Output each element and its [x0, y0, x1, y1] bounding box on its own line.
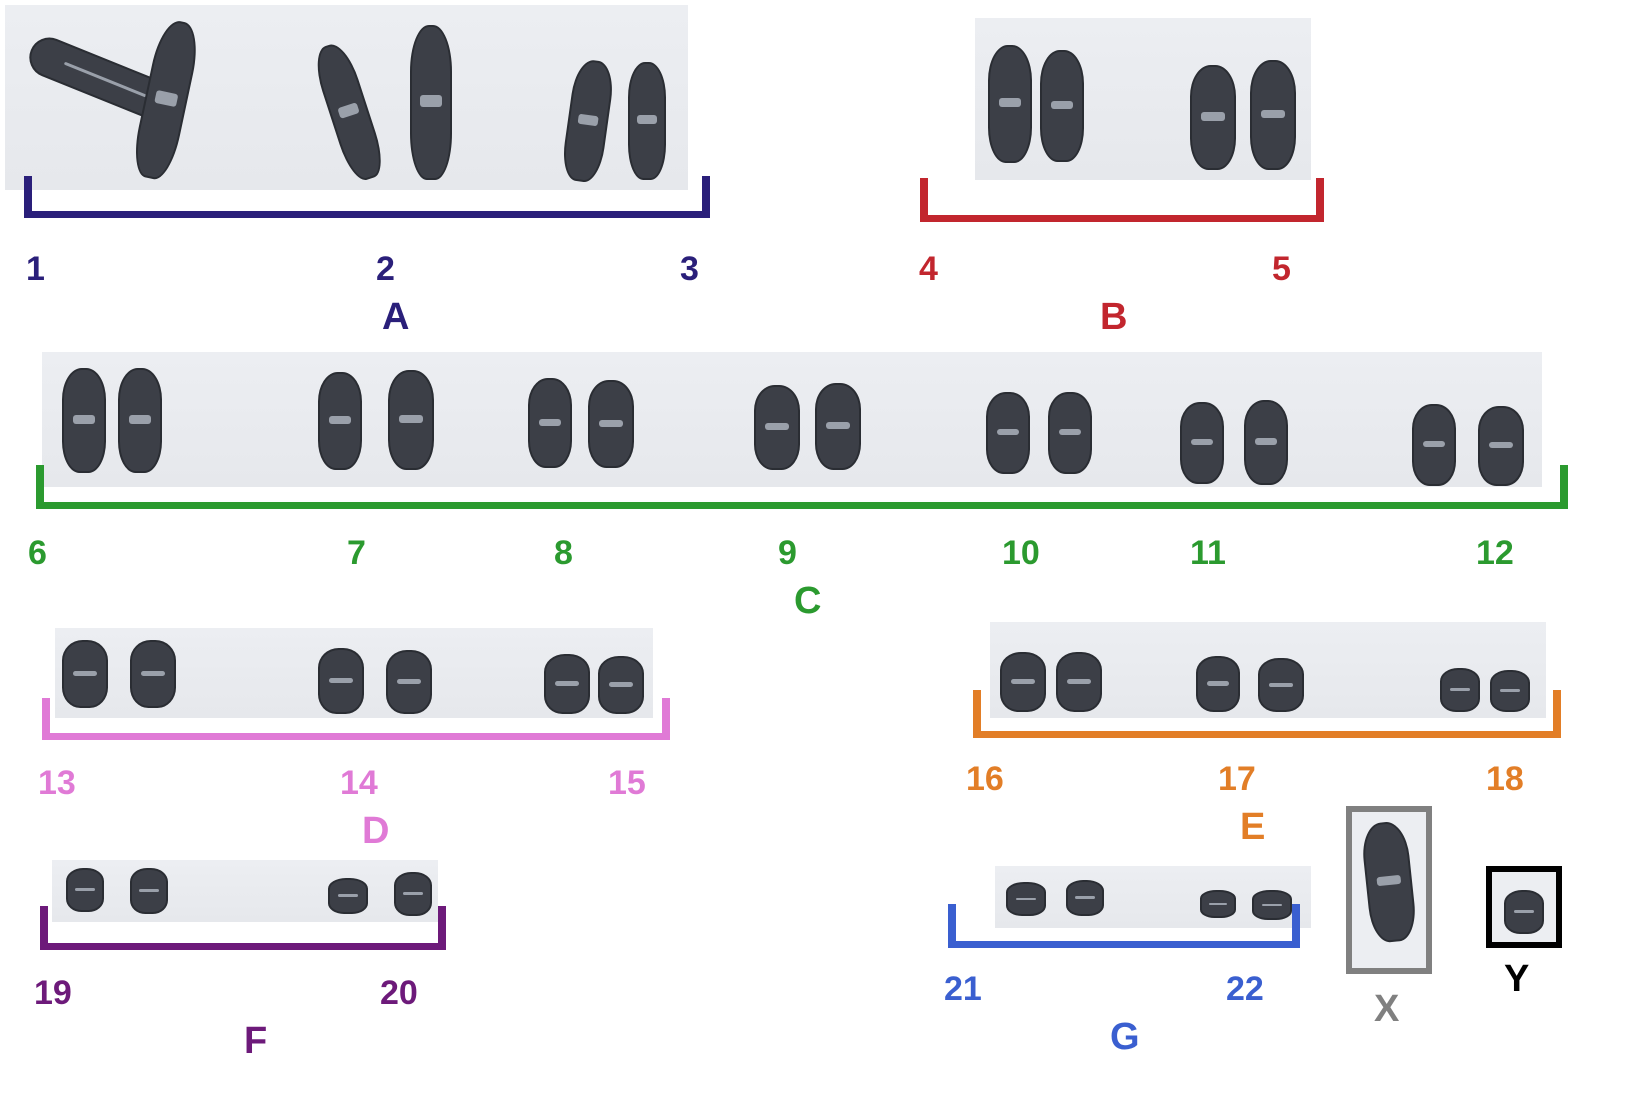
chromosome-number-11: 11 [1190, 536, 1226, 570]
group-f-bracket [40, 906, 446, 950]
chromosome-5b [1250, 60, 1296, 170]
group-e-label: E [1240, 808, 1265, 846]
chromosome-number-14: 14 [340, 766, 378, 800]
chromosome-number-5: 5 [1272, 252, 1291, 286]
group-a-label: A [382, 298, 409, 336]
group-c-bracket [36, 465, 1568, 509]
group-a-bracket [24, 176, 710, 218]
chromosome-number-17: 17 [1218, 762, 1256, 796]
group-d-label: D [362, 812, 389, 850]
group-c-label: C [794, 582, 821, 620]
chromosome-number-22: 22 [1226, 972, 1264, 1006]
chromosome-number-21: 21 [944, 972, 982, 1006]
group-b-bracket [920, 178, 1324, 222]
group-g-label: G [1110, 1018, 1140, 1056]
chromosome-number-10: 10 [1002, 536, 1040, 570]
chromosome-number-6: 6 [28, 536, 47, 570]
chromosome-5a [1190, 65, 1236, 170]
chromosome-number-13: 13 [38, 766, 76, 800]
chromosome-10b [1048, 392, 1092, 474]
chromosome-number-8: 8 [554, 536, 573, 570]
chromosome-8b [588, 380, 634, 468]
chromosome-number-2: 2 [376, 252, 395, 286]
chromosome-6b [118, 368, 162, 473]
group-f-label: F [244, 1022, 267, 1060]
chromosome-number-15: 15 [608, 766, 646, 800]
chromosome-10a [986, 392, 1030, 474]
chromosome-9b [815, 383, 861, 470]
chromosome-2b [410, 25, 452, 180]
chromosome-8a [528, 378, 572, 468]
chromosome-number-18: 18 [1486, 762, 1524, 796]
chromosome-4a [988, 45, 1032, 163]
chromosome-number-19: 19 [34, 976, 72, 1010]
chromosome-number-1: 1 [26, 252, 45, 286]
chromosome-number-7: 7 [347, 536, 366, 570]
chromosome-7a [318, 372, 362, 470]
chromosome-7b [388, 370, 434, 470]
x-chromosome-label: X [1374, 990, 1399, 1028]
group-d-bracket [42, 698, 670, 740]
group-g-bracket [948, 904, 1300, 948]
group-b-label: B [1100, 298, 1127, 336]
chromosome-3b [628, 62, 666, 180]
chromosome-number-20: 20 [380, 976, 418, 1010]
chromosome-number-4: 4 [919, 252, 938, 286]
chromosome-number-16: 16 [966, 762, 1004, 796]
chromosome-9a [754, 385, 800, 470]
chromosome-4b [1040, 50, 1084, 162]
chromosome-number-12: 12 [1476, 536, 1514, 570]
y-chromosome-label: Y [1504, 960, 1529, 998]
chromosome-number-9: 9 [778, 536, 797, 570]
group-e-bracket [973, 690, 1561, 738]
chromosome-y [1504, 890, 1544, 934]
chromosome-number-3: 3 [680, 252, 699, 286]
chromosome-6a [62, 368, 106, 473]
